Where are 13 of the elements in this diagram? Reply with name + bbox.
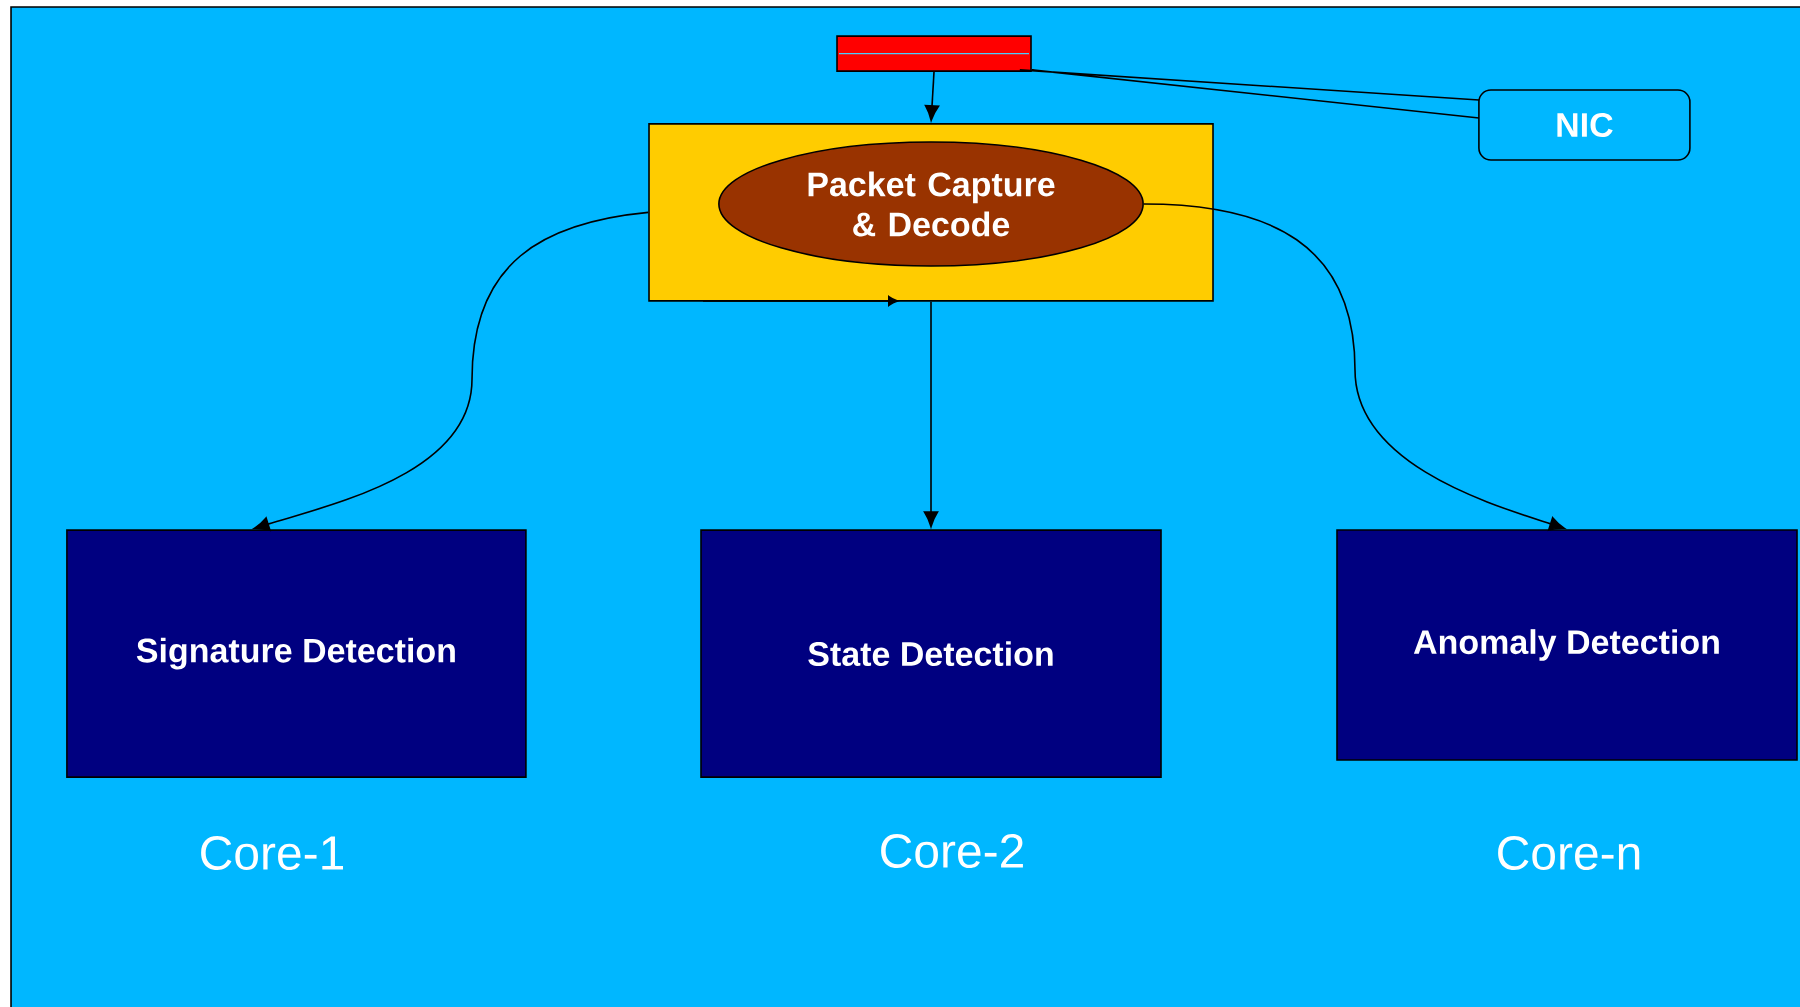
core-label: Core-1 [201,836,343,870]
detection-box: Signature Detection [66,529,527,778]
arrow [924,71,940,122]
core-label: Core-n [1498,836,1640,870]
arrow [923,300,939,528]
leader-line [1019,69,1480,119]
core-label: Core-2 [881,834,1023,868]
arrow [253,211,649,532]
detection-box: Anomaly Detection [1336,529,1798,761]
arrow [1143,203,1566,531]
callout-box: NIC [1478,89,1691,161]
network-card [836,35,1032,72]
detection-box: State Detection [700,529,1162,778]
